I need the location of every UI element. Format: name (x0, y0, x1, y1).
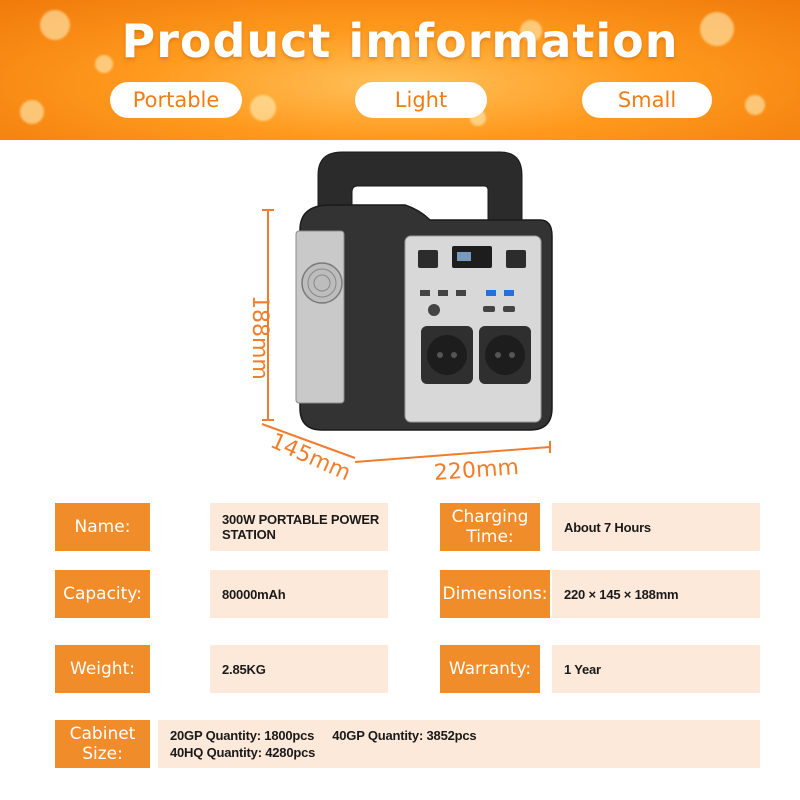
header-banner: Product imformation Portable Light Small (0, 0, 800, 140)
tag-portable: Portable (110, 82, 242, 118)
spec-dimensions-label: Dimensions: (440, 570, 550, 618)
height-dimension: 188mm (247, 295, 272, 380)
spec-capacity-label: Capacity: (55, 570, 150, 618)
spec-charging: Charging Time: About 7 Hours (440, 503, 760, 551)
tag-small: Small (582, 82, 712, 118)
spec-weight-label: Weight: (55, 645, 150, 693)
spec-cabinet: Cabinet Size: 20GP Quantity: 1800pcs 40GP… (55, 720, 760, 768)
spec-name: Name: 300W PORTABLE POWER STATION (55, 503, 388, 551)
spec-capacity-value: 80000mAh (210, 570, 388, 618)
spec-warranty-value: 1 Year (552, 645, 760, 693)
spec-weight-value: 2.85KG (210, 645, 388, 693)
spec-warranty-label: Warranty: (440, 645, 540, 693)
spec-charging-value: About 7 Hours (552, 503, 760, 551)
cabinet-40hq: 40HQ Quantity: 4280pcs (170, 745, 316, 760)
cabinet-20gp: 20GP Quantity: 1800pcs (170, 728, 315, 743)
cabinet-40gp: 40GP Quantity: 3852pcs (332, 728, 477, 743)
banner-title: Product imformation (121, 14, 679, 68)
tag-light: Light (355, 82, 487, 118)
spec-dimensions-value: 220 × 145 × 188mm (552, 570, 760, 618)
power-station-image (261, 151, 553, 463)
spec-cabinet-label: Cabinet Size: (55, 720, 150, 768)
spec-weight: Weight: 2.85KG (55, 645, 388, 693)
spec-cabinet-value: 20GP Quantity: 1800pcs 40GP Quantity: 385… (158, 720, 760, 768)
spec-charging-label: Charging Time: (440, 503, 540, 551)
spec-name-value: 300W PORTABLE POWER STATION (210, 503, 388, 551)
spec-capacity: Capacity: 80000mAh (55, 570, 388, 618)
spec-name-label: Name: (55, 503, 150, 551)
spec-dimensions: Dimensions: 220 × 145 × 188mm (440, 570, 760, 618)
spec-warranty: Warranty: 1 Year (440, 645, 760, 693)
product-illustration: 188mm 145mm 220mm (0, 140, 800, 500)
